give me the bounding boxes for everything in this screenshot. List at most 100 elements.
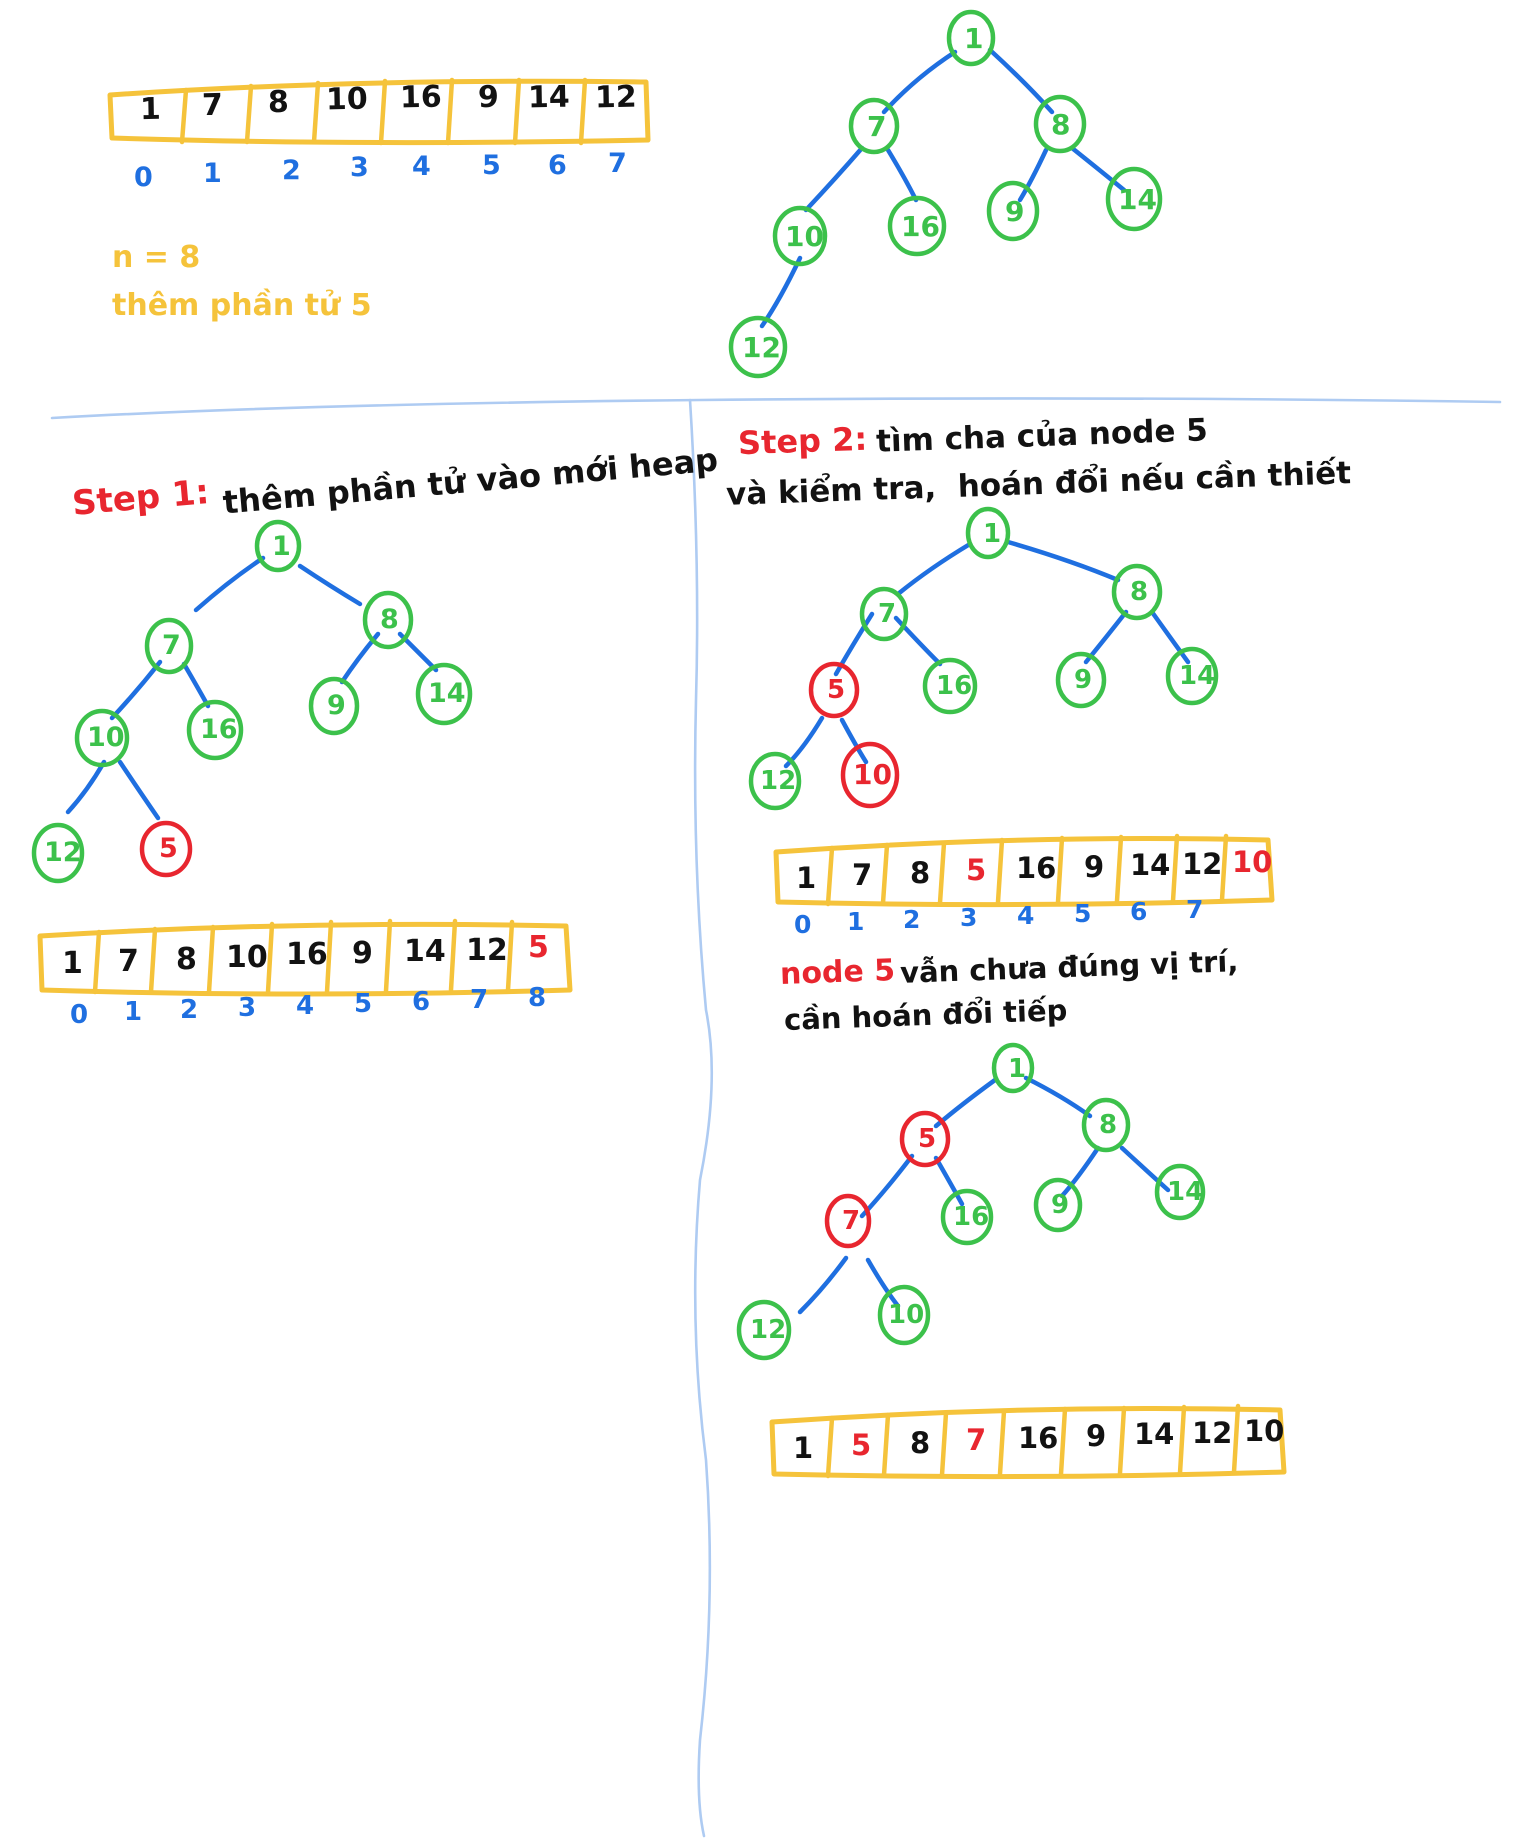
tree-step2a-edges [783,539,1191,769]
array-index-label: 4 [1017,901,1035,930]
array-index-label: 7 [470,985,489,1015]
array-cell-value: 8 [910,856,931,890]
tree-node-label: 12 [742,331,781,364]
array-cell-value: 14 [404,934,446,969]
tree-node-label: 9 [1051,1190,1070,1220]
array-cell-value: 8 [267,84,290,121]
tree-node-label: 12 [750,1315,787,1345]
array-cell-value-new: 5 [528,930,549,965]
array-cell-value: 16 [1016,851,1057,885]
divider-vertical [688,398,714,1838]
tree-top-right-nodes [728,9,1163,379]
array-index-label: 2 [282,155,301,186]
array-cell-value: 12 [466,933,508,968]
tree-node-label: 14 [428,678,466,709]
array-cell-value: 7 [201,87,224,124]
array-index-label: 1 [203,158,222,189]
tree-node-label: 1 [983,519,1002,549]
array-cell-value: 9 [1084,850,1105,884]
array-index-label: 7 [1186,895,1204,924]
tree-step2b-nodes [736,1042,1206,1361]
tree-node-label: 14 [1118,183,1157,216]
array-index-label: 0 [794,910,812,939]
tree-node-label: 8 [1099,1110,1118,1140]
array-cell-value: 12 [594,79,638,116]
array-index-label: 2 [903,905,921,934]
array-index-label: 5 [1074,899,1092,928]
array-cell-value: 12 [1192,1416,1233,1450]
tree-node-label: 1 [964,22,984,55]
array-cell-value: 16 [286,937,328,972]
array-cell-value-active: 5 [966,853,987,887]
array-cell-value: 1 [793,1431,814,1465]
tree-node-label: 16 [200,714,238,745]
array-step2a [773,833,1275,908]
tree-step1-nodes [31,519,473,884]
note-insert-element: thêm phần tử 5 [112,288,372,323]
tree-node-label: 14 [1179,661,1216,691]
note-n-equals: n = 8 [112,240,201,275]
array-cell-value: 14 [527,79,571,116]
array-index-label: 3 [238,993,257,1023]
array-index-label: 6 [1130,897,1148,926]
tree-node-label-active: 5 [918,1124,937,1154]
array-index-label: 0 [134,162,153,193]
tree-step1-edges [65,555,439,821]
step2-note-label: node 5 [779,953,896,992]
array-cell-value: 10 [226,940,268,975]
tree-node-label-new: 5 [159,833,178,864]
array-index-label: 8 [528,983,547,1013]
array-cell-value: 7 [852,858,873,892]
tree-node-label: 8 [1051,108,1071,141]
tree-node-label: 16 [953,1202,990,1232]
tree-node-label: 7 [867,110,887,143]
array-step2b [769,1403,1287,1480]
array-index-label: 4 [412,151,431,182]
array-cell-value: 9 [352,936,373,971]
array-cell-value-active: 10 [1232,845,1273,879]
array-top-left [107,77,651,146]
step2-heading-label: Step 2: [737,419,868,463]
tree-top-right-edges [759,47,1127,329]
array-cell-value-active: 7 [966,1423,987,1457]
tree-node-label: 9 [327,690,346,721]
array-step1 [37,918,573,997]
divider-horizontal [50,397,1502,420]
array-cell-value: 9 [477,79,500,116]
tree-node-label-active: 10 [853,758,892,791]
array-cell-value: 10 [325,81,369,118]
array-index-label: 3 [350,152,369,183]
array-cell-value: 14 [1134,1417,1175,1451]
tree-node-label: 14 [1167,1177,1204,1207]
array-index-label: 7 [608,148,627,179]
tree-node-label: 7 [878,599,897,629]
array-cell-value: 16 [399,79,443,116]
array-cell-value: 8 [910,1426,931,1460]
array-cell-value: 8 [176,942,197,977]
array-cell-value: 16 [1018,1421,1059,1455]
array-cell-value: 9 [1086,1419,1107,1453]
tree-node-label: 1 [272,531,291,562]
array-index-label: 4 [296,991,315,1021]
array-index-label: 6 [412,987,431,1017]
tree-node-label: 16 [936,671,973,701]
array-cell-value: 10 [1244,1414,1285,1448]
array-cell-value: 1 [796,861,817,895]
array-cell-value: 1 [62,946,83,981]
array-index-label: 5 [354,989,373,1019]
tree-node-label: 12 [760,766,797,796]
array-index-label: 2 [180,995,199,1025]
tree-node-label: 8 [380,604,399,635]
tree-node-label: 8 [1130,577,1149,607]
tree-node-label: 7 [162,630,181,661]
array-cell-value: 1 [139,91,162,128]
tree-node-label: 16 [901,210,940,243]
tree-node-label: 10 [888,1300,925,1330]
array-index-label: 1 [847,907,865,936]
array-cell-value-active: 5 [851,1428,872,1462]
tree-node-label: 12 [44,837,82,868]
array-cell-value: 7 [118,944,139,979]
tree-node-label: 1 [1008,1054,1027,1084]
